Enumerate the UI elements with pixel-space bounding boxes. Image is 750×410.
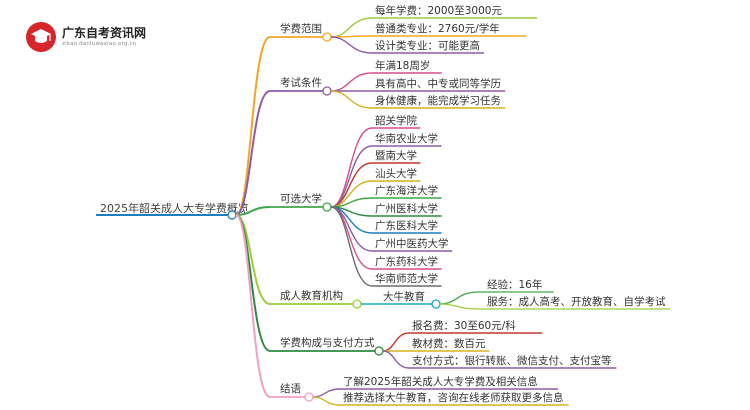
branch-node[interactable]	[322, 32, 332, 42]
connector-line	[439, 291, 479, 305]
leaf-node-label: 广东药科大学	[375, 255, 438, 268]
connector-line	[235, 36, 271, 216]
connector-line	[439, 303, 479, 310]
leaf-node-label: 身体健康，能完成学习任务	[375, 94, 501, 107]
branch-node-label: 可选大学	[280, 192, 322, 205]
leaf-node-label: 教材费：数百元	[412, 337, 486, 350]
leaf-node-label: 支付方式：银行转账、微信支付、支付宝等	[412, 354, 612, 367]
sub-leaf-label: 服务：成人高考、开放教育、自学考试	[487, 295, 666, 308]
leaf-node-label: 大牛教育	[383, 290, 425, 303]
leaf-node-label: 年满18周岁	[375, 59, 430, 72]
branch-node-label: 学费构成与支付方式	[280, 336, 375, 349]
leaf-node-label: 广州中医药大学	[375, 237, 449, 250]
root-node[interactable]	[227, 210, 237, 220]
leaf-node-label: 报名费：30至60元/科	[412, 319, 516, 332]
logo-title: 广东自考资讯网	[62, 26, 147, 40]
branch-node-label: 学费范围	[280, 22, 322, 35]
leaf-node-label: 汕头大学	[375, 167, 417, 180]
branch-node-label: 考试条件	[280, 76, 322, 89]
site-logo[interactable]: 广东自考资讯网 zikao.danluwaxiao.org.cn	[26, 20, 176, 60]
branch-node[interactable]	[322, 86, 332, 96]
branch-node[interactable]	[304, 392, 314, 402]
branch-node[interactable]	[374, 346, 384, 356]
leaf-node-label: 普通类专业：2760元/学年	[375, 22, 500, 35]
connector-line	[330, 206, 373, 287]
leaf-node-label: 具有高中、中专或同等学历	[375, 77, 501, 90]
leaf-node-label: 华南师范大学	[375, 272, 438, 285]
connector-line	[382, 350, 410, 369]
leaf-node-label: 了解2025年韶关成人大专学费及相关信息	[343, 375, 538, 388]
leaf-node-label: 暨南大学	[375, 149, 417, 162]
connector-line	[330, 72, 373, 92]
connector-line	[235, 90, 271, 216]
connector-line	[235, 206, 271, 216]
connector-line	[330, 90, 373, 109]
leaf-node-label: 广东医科大学	[375, 219, 438, 232]
leaf-node-label: 广州医科大学	[375, 202, 438, 215]
connector-line	[330, 17, 373, 38]
leaf-node-label: 华南农业大学	[375, 132, 438, 145]
leaf-node-label: 设计类专业：可能更高	[375, 39, 480, 52]
connector-line	[330, 162, 373, 208]
leaf-node-label: 广东海洋大学	[375, 184, 438, 197]
leaf-node-label: 推荐选择大牛教育，咨询在线老师获取更多信息	[343, 391, 564, 404]
branch-node[interactable]	[322, 202, 332, 212]
connector-line	[382, 332, 410, 352]
connector-line	[330, 127, 373, 208]
root-node-label: 2025年韶关成人大专学费概览	[100, 201, 249, 215]
connector-line	[235, 214, 271, 352]
leaf-node-label: 韶关学院	[375, 114, 417, 127]
graduation-cap-icon	[26, 22, 56, 52]
sub-node[interactable]	[431, 299, 441, 309]
branch-node-label: 结语	[280, 382, 301, 395]
sub-leaf-label: 经验：16年	[487, 278, 542, 291]
branch-node[interactable]	[352, 299, 362, 309]
branch-node-label: 成人教育机构	[280, 289, 343, 302]
logo-subtitle: zikao.danluwaxiao.org.cn	[62, 41, 137, 47]
connector-line	[312, 396, 341, 406]
connector-line	[235, 214, 271, 398]
connector-line	[330, 36, 373, 54]
leaf-node-label: 每年学费：2000至3000元	[375, 4, 502, 17]
connector-line	[312, 388, 341, 398]
